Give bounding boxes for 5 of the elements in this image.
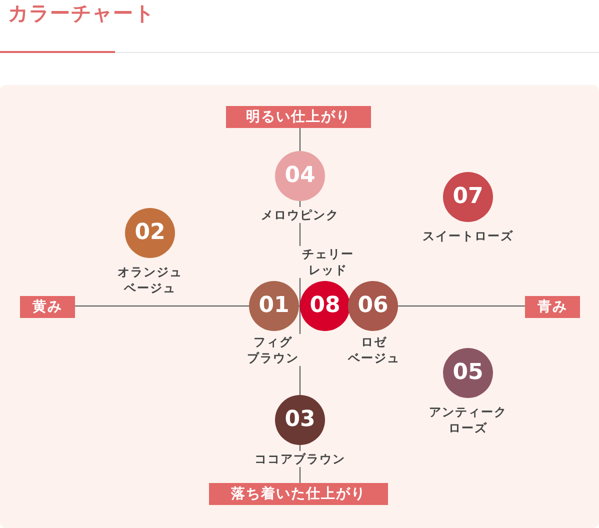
chart-title: カラーチャート [8,0,155,27]
axis-label: 明るい仕上がり [226,106,371,128]
axis-label: 落ち着いた仕上がり [209,483,388,505]
axis-label: 黄み [20,296,75,318]
axis-label: 青み [525,296,580,318]
